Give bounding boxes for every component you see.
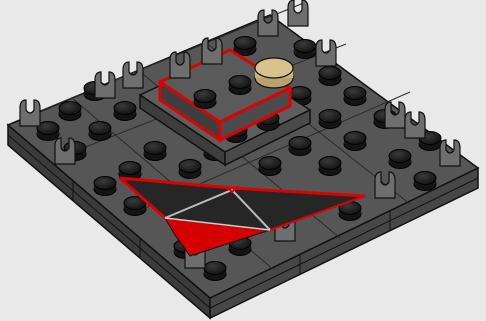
clip-plate-icon [440, 140, 460, 166]
clip-plate-icon [385, 102, 405, 128]
clip-plate-icon [20, 100, 40, 126]
clip-plate-icon [258, 10, 278, 36]
round-tile-tan [255, 58, 293, 88]
clip-plate-icon [288, 0, 308, 26]
clip-plate-icon [405, 112, 425, 138]
clip-plate-icon [316, 40, 336, 66]
clip-plate-icon [95, 72, 115, 98]
round-tile-icon [255, 58, 293, 78]
clip-plate-icon [123, 62, 143, 88]
